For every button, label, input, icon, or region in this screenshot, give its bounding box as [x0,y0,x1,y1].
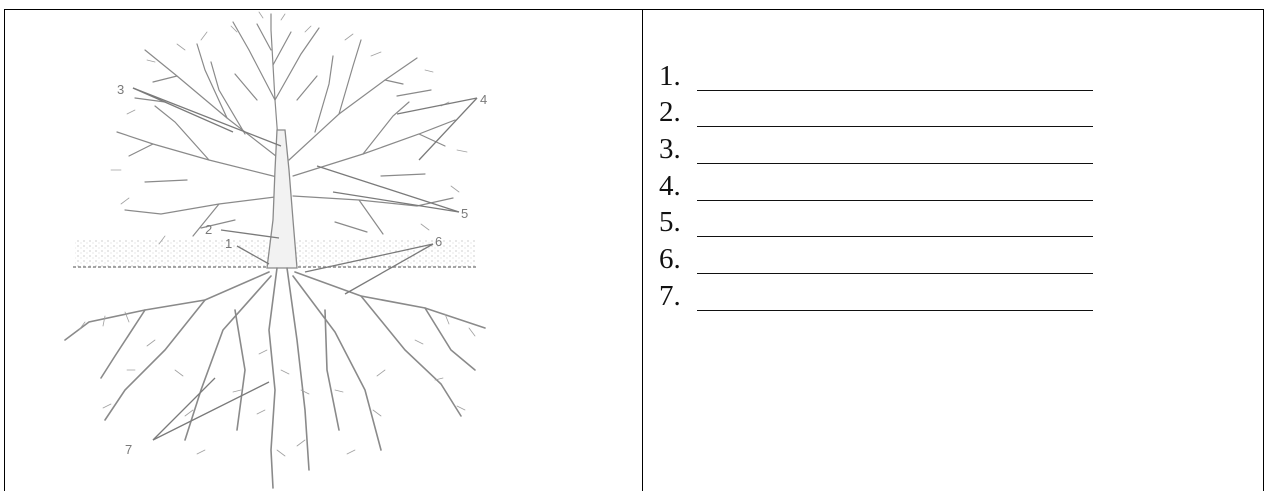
answer-list: 1. 2. 3. 4. 5. 6. [659,54,1093,311]
answer-number: 7. [659,282,697,311]
answer-row-5: 5. [659,201,1093,238]
callout-labels: 3 4 5 2 1 6 7 [117,82,487,457]
answer-row-4: 4. [659,164,1093,201]
rootlets [79,312,475,456]
answer-number: 5. [659,208,697,237]
callout-4: 4 [480,92,487,107]
answer-number: 4. [659,172,697,201]
answer-row-2: 2. [659,91,1093,128]
answer-number: 1. [659,62,697,91]
callout-3: 3 [117,82,124,97]
callout-5: 5 [461,206,468,221]
answer-number: 2. [659,98,697,127]
answer-blank-5[interactable] [697,210,1093,237]
tree-diagram: 3 4 5 2 1 6 7 [5,10,641,491]
callout-1: 1 [225,236,232,251]
callout-2: 2 [205,222,212,237]
answer-number: 3. [659,135,697,164]
answer-blank-2[interactable] [697,100,1093,127]
trunk [267,130,297,268]
answer-blank-7[interactable] [697,284,1093,311]
answer-blank-3[interactable] [697,137,1093,164]
callout-6: 6 [435,234,442,249]
answer-row-6: 6. [659,237,1093,274]
answer-blank-6[interactable] [697,247,1093,274]
callout-7: 7 [125,442,132,457]
diagram-cell: 3 4 5 2 1 6 7 [5,10,641,491]
answer-blank-1[interactable] [697,64,1093,91]
worksheet-table: 3 4 5 2 1 6 7 1. 2. 3. [4,9,1264,491]
answer-row-7: 7. [659,274,1093,311]
answer-row-1: 1. [659,54,1093,91]
answer-blank-4[interactable] [697,174,1093,201]
answer-number: 6. [659,245,697,274]
answer-cell: 1. 2. 3. 4. 5. 6. [643,10,1263,491]
answer-row-3: 3. [659,127,1093,164]
